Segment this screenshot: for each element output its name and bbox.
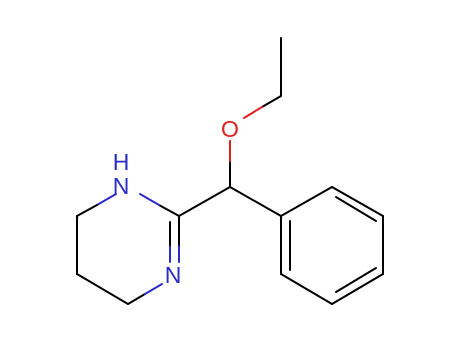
bond-ch2-o-oxygen-part xyxy=(243,106,263,119)
nitrogen-atom-label-imine: N xyxy=(165,262,182,288)
bond-c4-n3-carbon-part xyxy=(127,293,146,305)
phenyl-bond-2 xyxy=(331,186,384,217)
bond-n1-c6-nitrogen-part xyxy=(96,193,117,206)
phenyl-bond-1 xyxy=(280,186,333,217)
bond-c5-c4 xyxy=(76,273,129,305)
bond-c2-n1-nitrogen-part xyxy=(139,193,160,206)
bond-ch-amidine-c xyxy=(178,186,231,217)
bond-n1-c6-carbon-part xyxy=(76,204,98,217)
phenyl-double-inner-3 xyxy=(335,267,377,293)
nitrogen-h-label: H xyxy=(113,149,130,175)
phenyl-bond-4 xyxy=(331,273,384,305)
bond-c2-n1-carbon-part xyxy=(158,204,180,217)
bond-ch-phenyl xyxy=(229,186,282,217)
bond-ch2-o-carbon-part xyxy=(261,95,282,108)
bond-c4-n3-nitrogen-part xyxy=(144,283,163,295)
phenyl-bond-5 xyxy=(280,273,333,305)
phenyl-double-inner-2 xyxy=(335,196,377,222)
oxygen-atom-label: O xyxy=(221,116,239,142)
nitrogen-atom-label-nh: N xyxy=(113,173,130,199)
